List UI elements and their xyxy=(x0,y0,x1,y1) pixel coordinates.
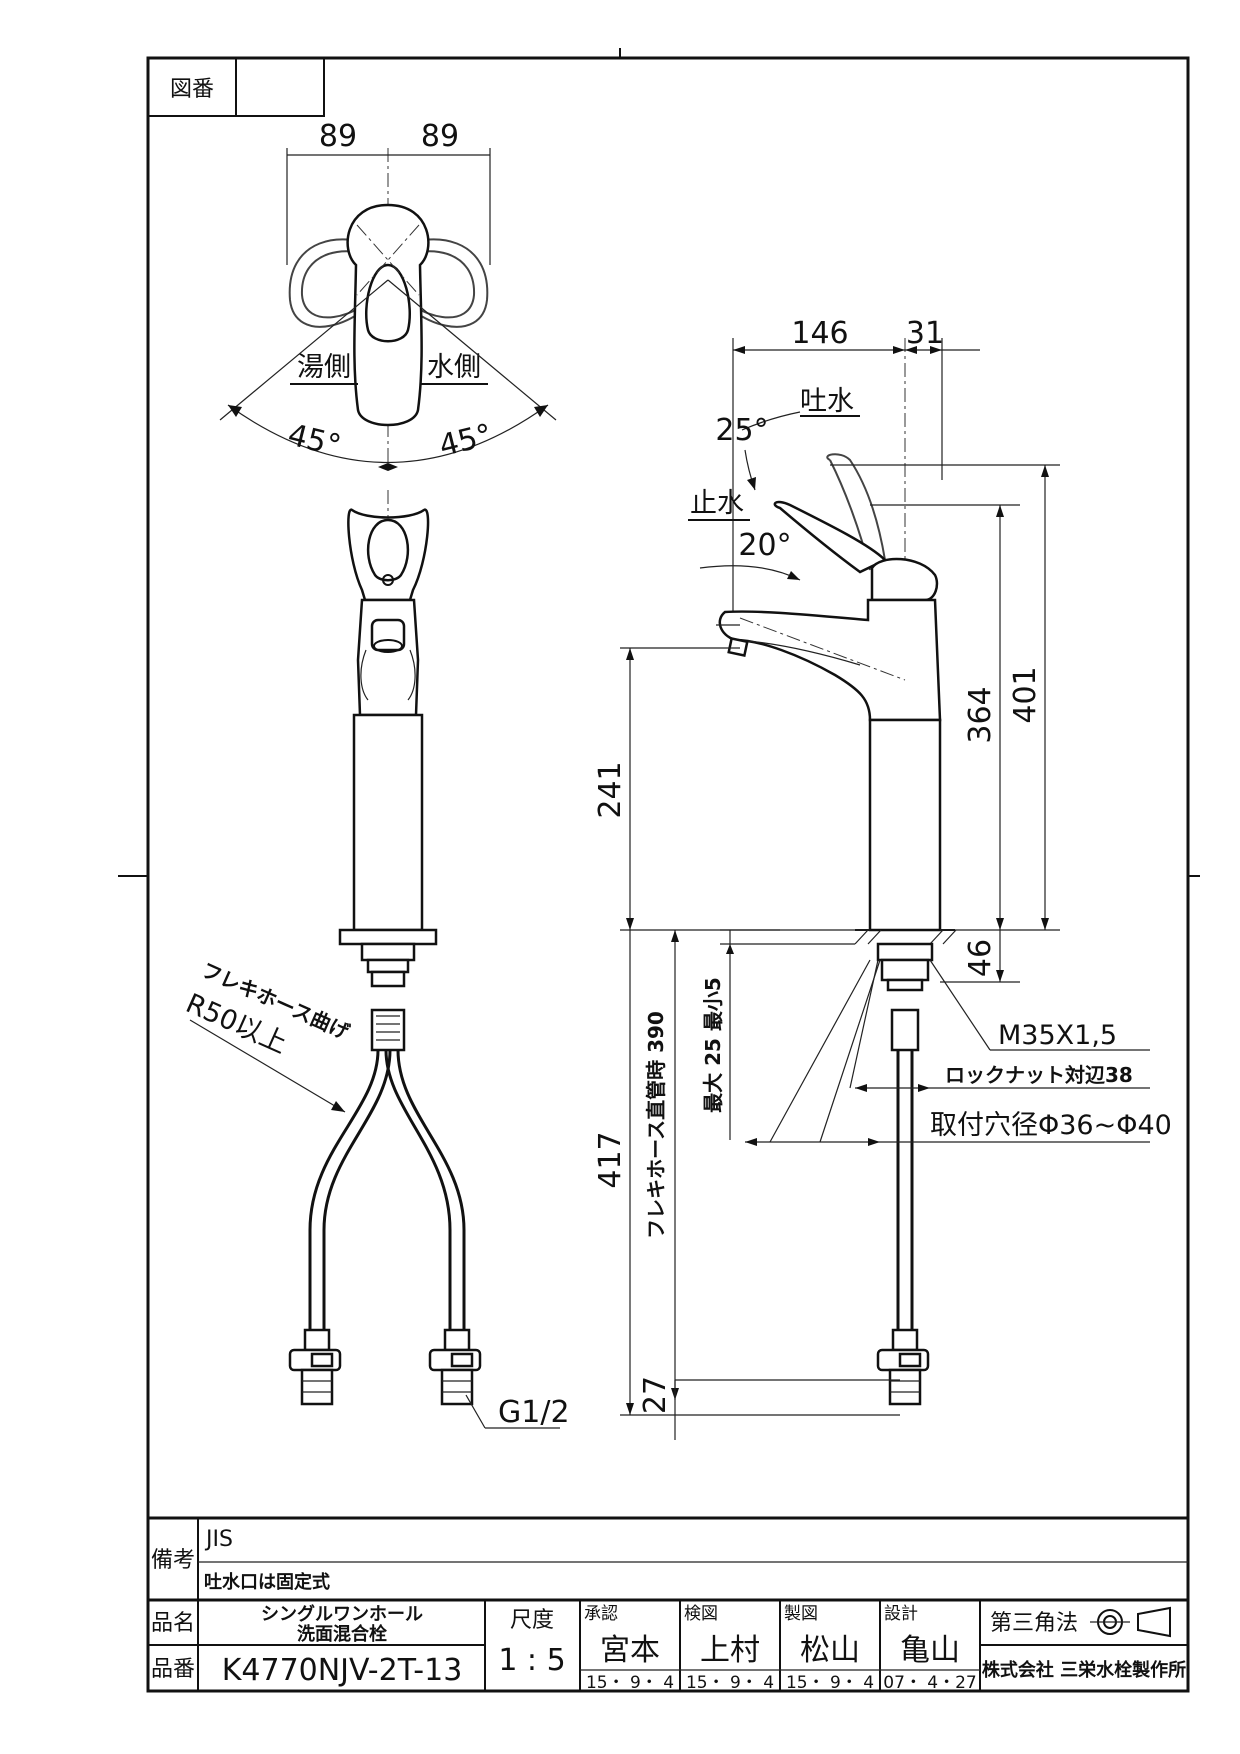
hose-total-dimension: 417 xyxy=(593,1131,628,1188)
front-body xyxy=(352,713,424,932)
side-hose-fitting xyxy=(890,1008,920,1052)
spout-height-dimension: 241 xyxy=(593,761,628,818)
angle-arc xyxy=(227,404,549,464)
stop-angle-label: 20° xyxy=(738,528,791,563)
side-handle xyxy=(773,500,888,574)
handle-top-grip xyxy=(364,263,412,343)
connection-label: G1/2 xyxy=(498,1395,570,1430)
design-name: 亀山 xyxy=(900,1633,960,1668)
side-handle-ghost xyxy=(826,453,886,561)
sheet-border xyxy=(146,56,1190,1693)
checked-date: 15・ 9・ 4 xyxy=(686,1673,774,1693)
top-width-left: 89 xyxy=(319,119,357,154)
design-label: 設計 xyxy=(884,1604,918,1624)
thread-label: M35X1,5 xyxy=(998,1020,1117,1051)
front-valve-right xyxy=(428,1328,482,1406)
drawing-number-label: 図番 xyxy=(170,77,214,102)
hose-straight-dimension: フレキホース直管時 390 xyxy=(644,1011,668,1239)
hot-side-label: 湯側 xyxy=(297,352,351,383)
counter-thickness-dimension: 最大 25 最小5 xyxy=(701,977,725,1113)
angle-right-label: 45° xyxy=(436,417,496,464)
approved-label: 承認 xyxy=(584,1604,618,1624)
front-locknut xyxy=(360,942,416,962)
front-base xyxy=(338,928,438,946)
cold-side-label: 水側 xyxy=(427,352,481,383)
locknut-label: ロックナット対辺38 xyxy=(945,1063,1133,1087)
shank-length-dimension: 46 xyxy=(963,939,998,977)
side-view: 146 31 吐水 25° 止水 20° xyxy=(593,316,1172,1440)
remarks-label: 備考 xyxy=(151,1548,195,1573)
product-no: K4770NJV-2T-13 xyxy=(222,1653,463,1688)
offset-dimension: 31 xyxy=(906,316,944,351)
checked-name: 上村 xyxy=(700,1633,760,1668)
angle-left-label: 45° xyxy=(284,417,344,464)
spout-open-label: 吐水 xyxy=(800,386,854,417)
front-handle-ring xyxy=(366,518,410,582)
front-aerator xyxy=(370,618,406,652)
product-name-line1: シングルワンホール xyxy=(261,1603,423,1625)
remark-jis: JIS xyxy=(204,1527,233,1552)
side-cap xyxy=(870,557,939,602)
title-block: 備考 JIS 吐水口は固定式 品名 シングルワンホール 洗面混合栓 品番 K47… xyxy=(148,1516,1188,1693)
front-handle-screw xyxy=(382,574,394,586)
product-name-line2: 洗面混合栓 xyxy=(297,1623,387,1645)
top-view: 89 89 湯側 水側 45° 45° xyxy=(219,119,557,471)
side-body xyxy=(868,718,942,932)
front-valve-left xyxy=(288,1328,342,1406)
spout-stop-label: 止水 xyxy=(690,488,744,519)
front-hose-right xyxy=(384,1049,452,1330)
design-date: 07・ 4・27 xyxy=(883,1673,976,1693)
third-angle-projection-icon xyxy=(1090,1606,1171,1638)
side-counter-hatch xyxy=(854,929,957,945)
front-view: フレキホース曲げ R50以上 G1/2 xyxy=(181,490,570,1430)
product-name-label: 品名 xyxy=(151,1611,195,1636)
side-valve xyxy=(876,1328,930,1406)
drawn-name: 松山 xyxy=(800,1633,860,1668)
mount-hole-label: 取付穴径Φ36~Φ40 xyxy=(930,1110,1172,1141)
remark-fixed-spout: 吐水口は固定式 xyxy=(204,1571,330,1593)
company-name: 株式会社 三栄水栓製作所 xyxy=(982,1659,1186,1681)
product-no-label: 品番 xyxy=(151,1657,195,1682)
scale-value: 1 : 5 xyxy=(498,1643,565,1678)
end-length-dimension: 27 xyxy=(638,1376,673,1414)
reach-dimension: 146 xyxy=(791,316,848,351)
side-aerator xyxy=(727,637,749,657)
open-angle-label: 25° xyxy=(715,413,768,448)
drawn-date: 15・ 9・ 4 xyxy=(786,1673,874,1693)
checked-label: 検図 xyxy=(684,1604,718,1624)
projection-label: 第三角法 xyxy=(990,1611,1078,1636)
side-locknut xyxy=(876,942,934,962)
front-hose-fittings xyxy=(370,1008,406,1052)
top-width-right: 89 xyxy=(421,119,459,154)
approved-name: 宮本 xyxy=(600,1633,660,1668)
front-hose-left xyxy=(308,1049,380,1330)
approved-date: 15・ 9・ 4 xyxy=(586,1673,674,1693)
side-spout xyxy=(718,598,942,722)
body-height-dimension: 364 xyxy=(963,686,998,743)
total-height-dimension: 401 xyxy=(1008,666,1043,723)
scale-label: 尺度 xyxy=(510,1608,554,1633)
drawn-label: 製図 xyxy=(784,1604,818,1624)
drawing-number-box: 図番 xyxy=(147,57,325,117)
